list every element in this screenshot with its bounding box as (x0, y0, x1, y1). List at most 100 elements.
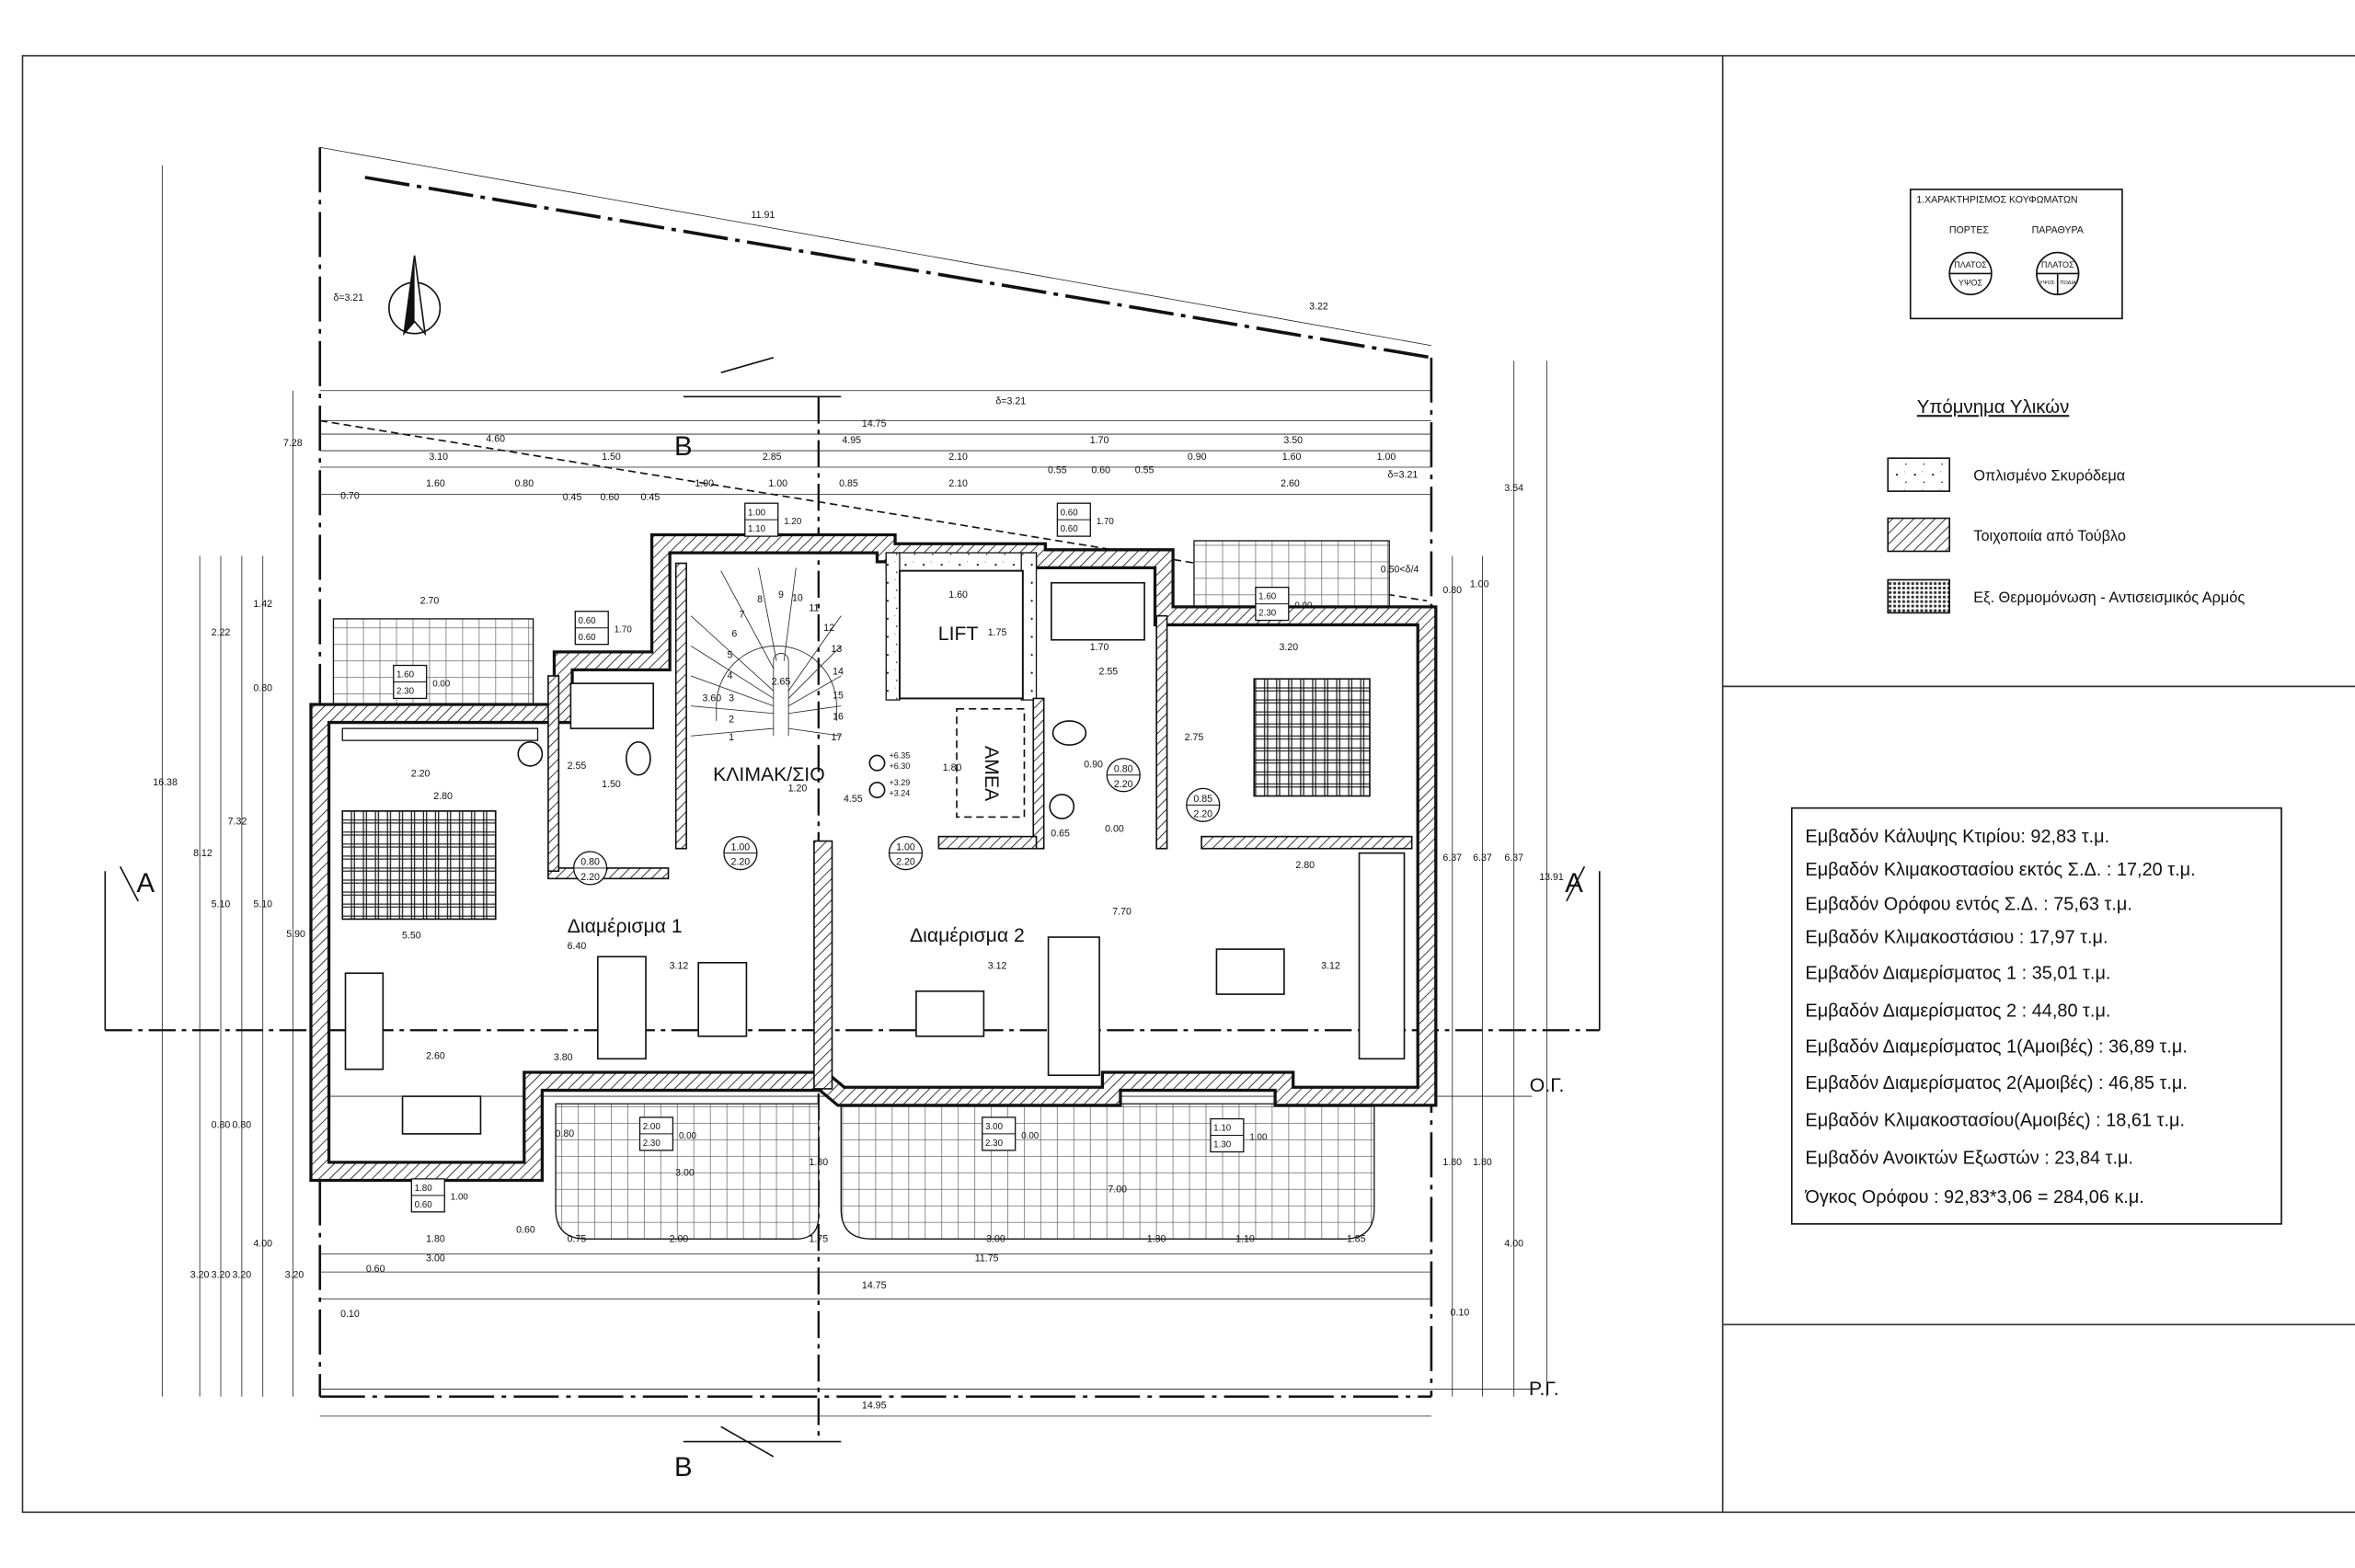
dimension-label: 14.95 (862, 1401, 887, 1412)
window-height: 0.60 (579, 633, 597, 643)
room-label-lift: LIFT (938, 624, 979, 645)
area-row: Εμβαδόν Κλιμακοστάσιου : 17,97 τ.μ. (1805, 928, 2108, 948)
window-width: 2.00 (643, 1122, 661, 1132)
openings-legend-title: 1.ΧΑΡΑΚΤΗΡΙΣΜΟΣ ΚΟΥΦΩΜΑΤΩΝ (1916, 195, 2077, 206)
window-tag: 0.600.601.70 (574, 611, 632, 646)
window-width: 1.10 (1213, 1124, 1232, 1134)
dimension-label: 3.60 (703, 693, 722, 704)
dimension-label: 11.75 (975, 1253, 999, 1265)
area-table: Εμβαδόν Κάλυψης Κτιρίου: 92,83 τ.μ.Εμβαδ… (1790, 807, 2282, 1225)
dimension-label: 3.12 (670, 960, 689, 971)
window-width: 0.60 (1061, 508, 1079, 518)
washbasin-icon (517, 740, 544, 767)
dimension-label: 7.00 (1108, 1185, 1127, 1196)
doors-label: ΠΟΡΤΕΣ (1949, 224, 1990, 235)
window-tag: 2.00 2.30 0.00 (638, 1116, 697, 1151)
level-marker-icon (868, 782, 886, 799)
dimension-label: 2.85 (763, 452, 782, 463)
dimension-label: 1.00 (1377, 452, 1396, 463)
dimension-label: 0.75 (568, 1233, 587, 1244)
room-label-accessible: ΑΜΕΑ (981, 746, 1002, 802)
area-row: Εμβαδόν Διαμερίσματος 2(Αμοιβές) : 46,85… (1805, 1073, 2187, 1093)
dimension-label: 1.80 (1442, 1157, 1462, 1168)
area-row: Εμβαδόν Ορόφου εντός Σ.Δ. : 75,63 τ.μ. (1805, 895, 2132, 915)
dimension-label: 0.90 (1188, 452, 1207, 463)
dimension-label: 1.20 (788, 784, 808, 795)
door-tag: 1.002.20 (888, 835, 924, 871)
dimension-label: 2.20 (411, 768, 431, 779)
dimension-label: 0.80 (1442, 585, 1462, 596)
kitchen-counter-icon (1358, 852, 1406, 1060)
window-sill: 0.00 (1021, 1131, 1040, 1141)
stair-step-number: 15 (833, 690, 844, 701)
dimension-label: δ=3.21 (1388, 469, 1419, 480)
window-height: 1.10 (748, 524, 766, 534)
window-tag: 3.002.300.00 (982, 1116, 1040, 1151)
materials-legend-title: Υπόμνημα Υλικών (1917, 397, 2070, 418)
area-row: Εμβαδόν Διαμερίσματος 1(Αμοιβές) : 36,89… (1805, 1037, 2187, 1058)
dimension-label: 2.80 (1295, 860, 1315, 871)
door-tags: 0.802.201.002.201.002.200.802.200.852.20 (573, 758, 1221, 886)
dimension-label: 5.10 (253, 898, 272, 910)
area-row: Εμβαδόν Κλιμακοστασίου(Αμοιβές) : 18,61 … (1805, 1111, 2185, 1131)
dimension-label: 1.00 (695, 478, 714, 489)
dimension-label: 0.85 (839, 478, 858, 489)
kitchen-island-icon (1215, 948, 1285, 995)
level-marker: +3.24 (890, 789, 911, 798)
bed-icon (1253, 678, 1371, 797)
dimension-label: 3.12 (988, 960, 1007, 971)
sheet-frame (21, 54, 2355, 1514)
dimension-label: 1.70 (1090, 642, 1109, 653)
dimension-label: 0.65 (1051, 829, 1070, 840)
level-marker: +6.30 (890, 761, 911, 771)
dimension-label: 7.28 (283, 438, 303, 449)
dimension-label: 6.37 (1442, 853, 1462, 864)
stair-step-number: 14 (833, 666, 844, 677)
dimension-label: 2.55 (1099, 666, 1119, 677)
dimension-label: 16.38 (153, 777, 178, 788)
window-width: 0.60 (579, 616, 597, 626)
section-mark-b-top: B (674, 431, 693, 462)
north-arrow-icon (388, 255, 442, 337)
dimension-label: 0.55 (1048, 465, 1067, 476)
window-height: 0.60 (1061, 524, 1079, 534)
stair-step-number: 2 (729, 715, 734, 726)
legend-item-concrete: Οπλισμένο Σκυρόδεμα (1973, 468, 2125, 485)
dimension-label: δ=3.21 (333, 292, 363, 303)
dimension-label: 1.80 (1473, 1157, 1492, 1168)
dimension-label: 3.00 (675, 1168, 695, 1179)
window-sill: 0.00 (679, 1131, 697, 1141)
staircase (690, 567, 842, 737)
dimension-label: 1.75 (809, 1233, 828, 1244)
dimension-label: 1.85 (1347, 1233, 1366, 1244)
dimension-label: 4.55 (844, 794, 863, 805)
window-height: 2.30 (643, 1139, 661, 1149)
dimension-label: 0.45 (641, 492, 661, 503)
dimension-label: 14.75 (862, 1280, 887, 1291)
window-tag: 1.101.301.00 (1210, 1117, 1268, 1153)
dimension-label: 0.60 (366, 1264, 385, 1275)
dimension-label: 0.60 (1091, 465, 1110, 476)
area-row: Εμβαδόν Διαμερίσματος 1 : 35,01 τ.μ. (1805, 964, 2110, 984)
dimension-label: 4.60 (486, 433, 505, 444)
windows-label: ΠΑΡΑΘΥΡΑ (2032, 224, 2085, 235)
dimension-label: 5.10 (212, 898, 231, 910)
window-tag: 1.001.101.20 (744, 502, 802, 537)
window-height-label: ΥΨΟΣ (2039, 280, 2055, 286)
door-width: 0.80 (580, 857, 600, 868)
furniture (341, 581, 1406, 1135)
legend-item-insulation: Εξ. Θερμομόνωση - Αντισεισμικός Αρμός (1973, 589, 2245, 606)
window-sill: 1.70 (1097, 517, 1115, 527)
dimension-label: 6.37 (1504, 853, 1523, 864)
street-line-label: Ρ.Γ. (1529, 1379, 1559, 1400)
window-sill-label: ΠΟΔΙΑ (2060, 280, 2076, 286)
dimension-label: 7.70 (1112, 907, 1132, 918)
door-height: 2.20 (1114, 779, 1133, 790)
window-height: 2.30 (985, 1139, 1004, 1149)
window-tag: 1.602.300.00 (1255, 586, 1313, 622)
window-width: 1.80 (415, 1184, 433, 1194)
dimension-label: 0.80 (233, 1119, 252, 1130)
stair-step-number: 6 (731, 629, 737, 640)
door-tag: 1.002.20 (723, 835, 758, 871)
